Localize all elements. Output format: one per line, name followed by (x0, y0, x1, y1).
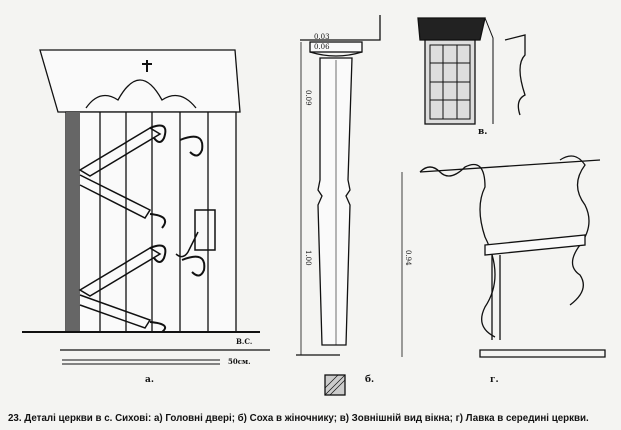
window-drawing (417, 17, 526, 125)
label-d: г. (490, 375, 499, 385)
dim-0-06: 0.06 (314, 43, 330, 51)
figure-caption: 23. Деталі церкви в с. Сихові: а) Головн… (8, 412, 589, 424)
door-drawing (22, 49, 270, 365)
label-c: в. (478, 127, 488, 137)
column-drawing (296, 15, 381, 396)
dim-0-03: 0.03 (314, 33, 330, 41)
dim-0-09: 0.09 (304, 90, 312, 106)
label-a: а. (145, 375, 154, 385)
bench-drawing (401, 155, 606, 358)
label-b: б. (365, 375, 375, 385)
signature: В.С. (236, 337, 253, 346)
dim-1-00: 1.00 (304, 250, 312, 266)
scale-label: 50см. (228, 357, 251, 366)
dim-bench-height: 0.94 (404, 250, 412, 266)
